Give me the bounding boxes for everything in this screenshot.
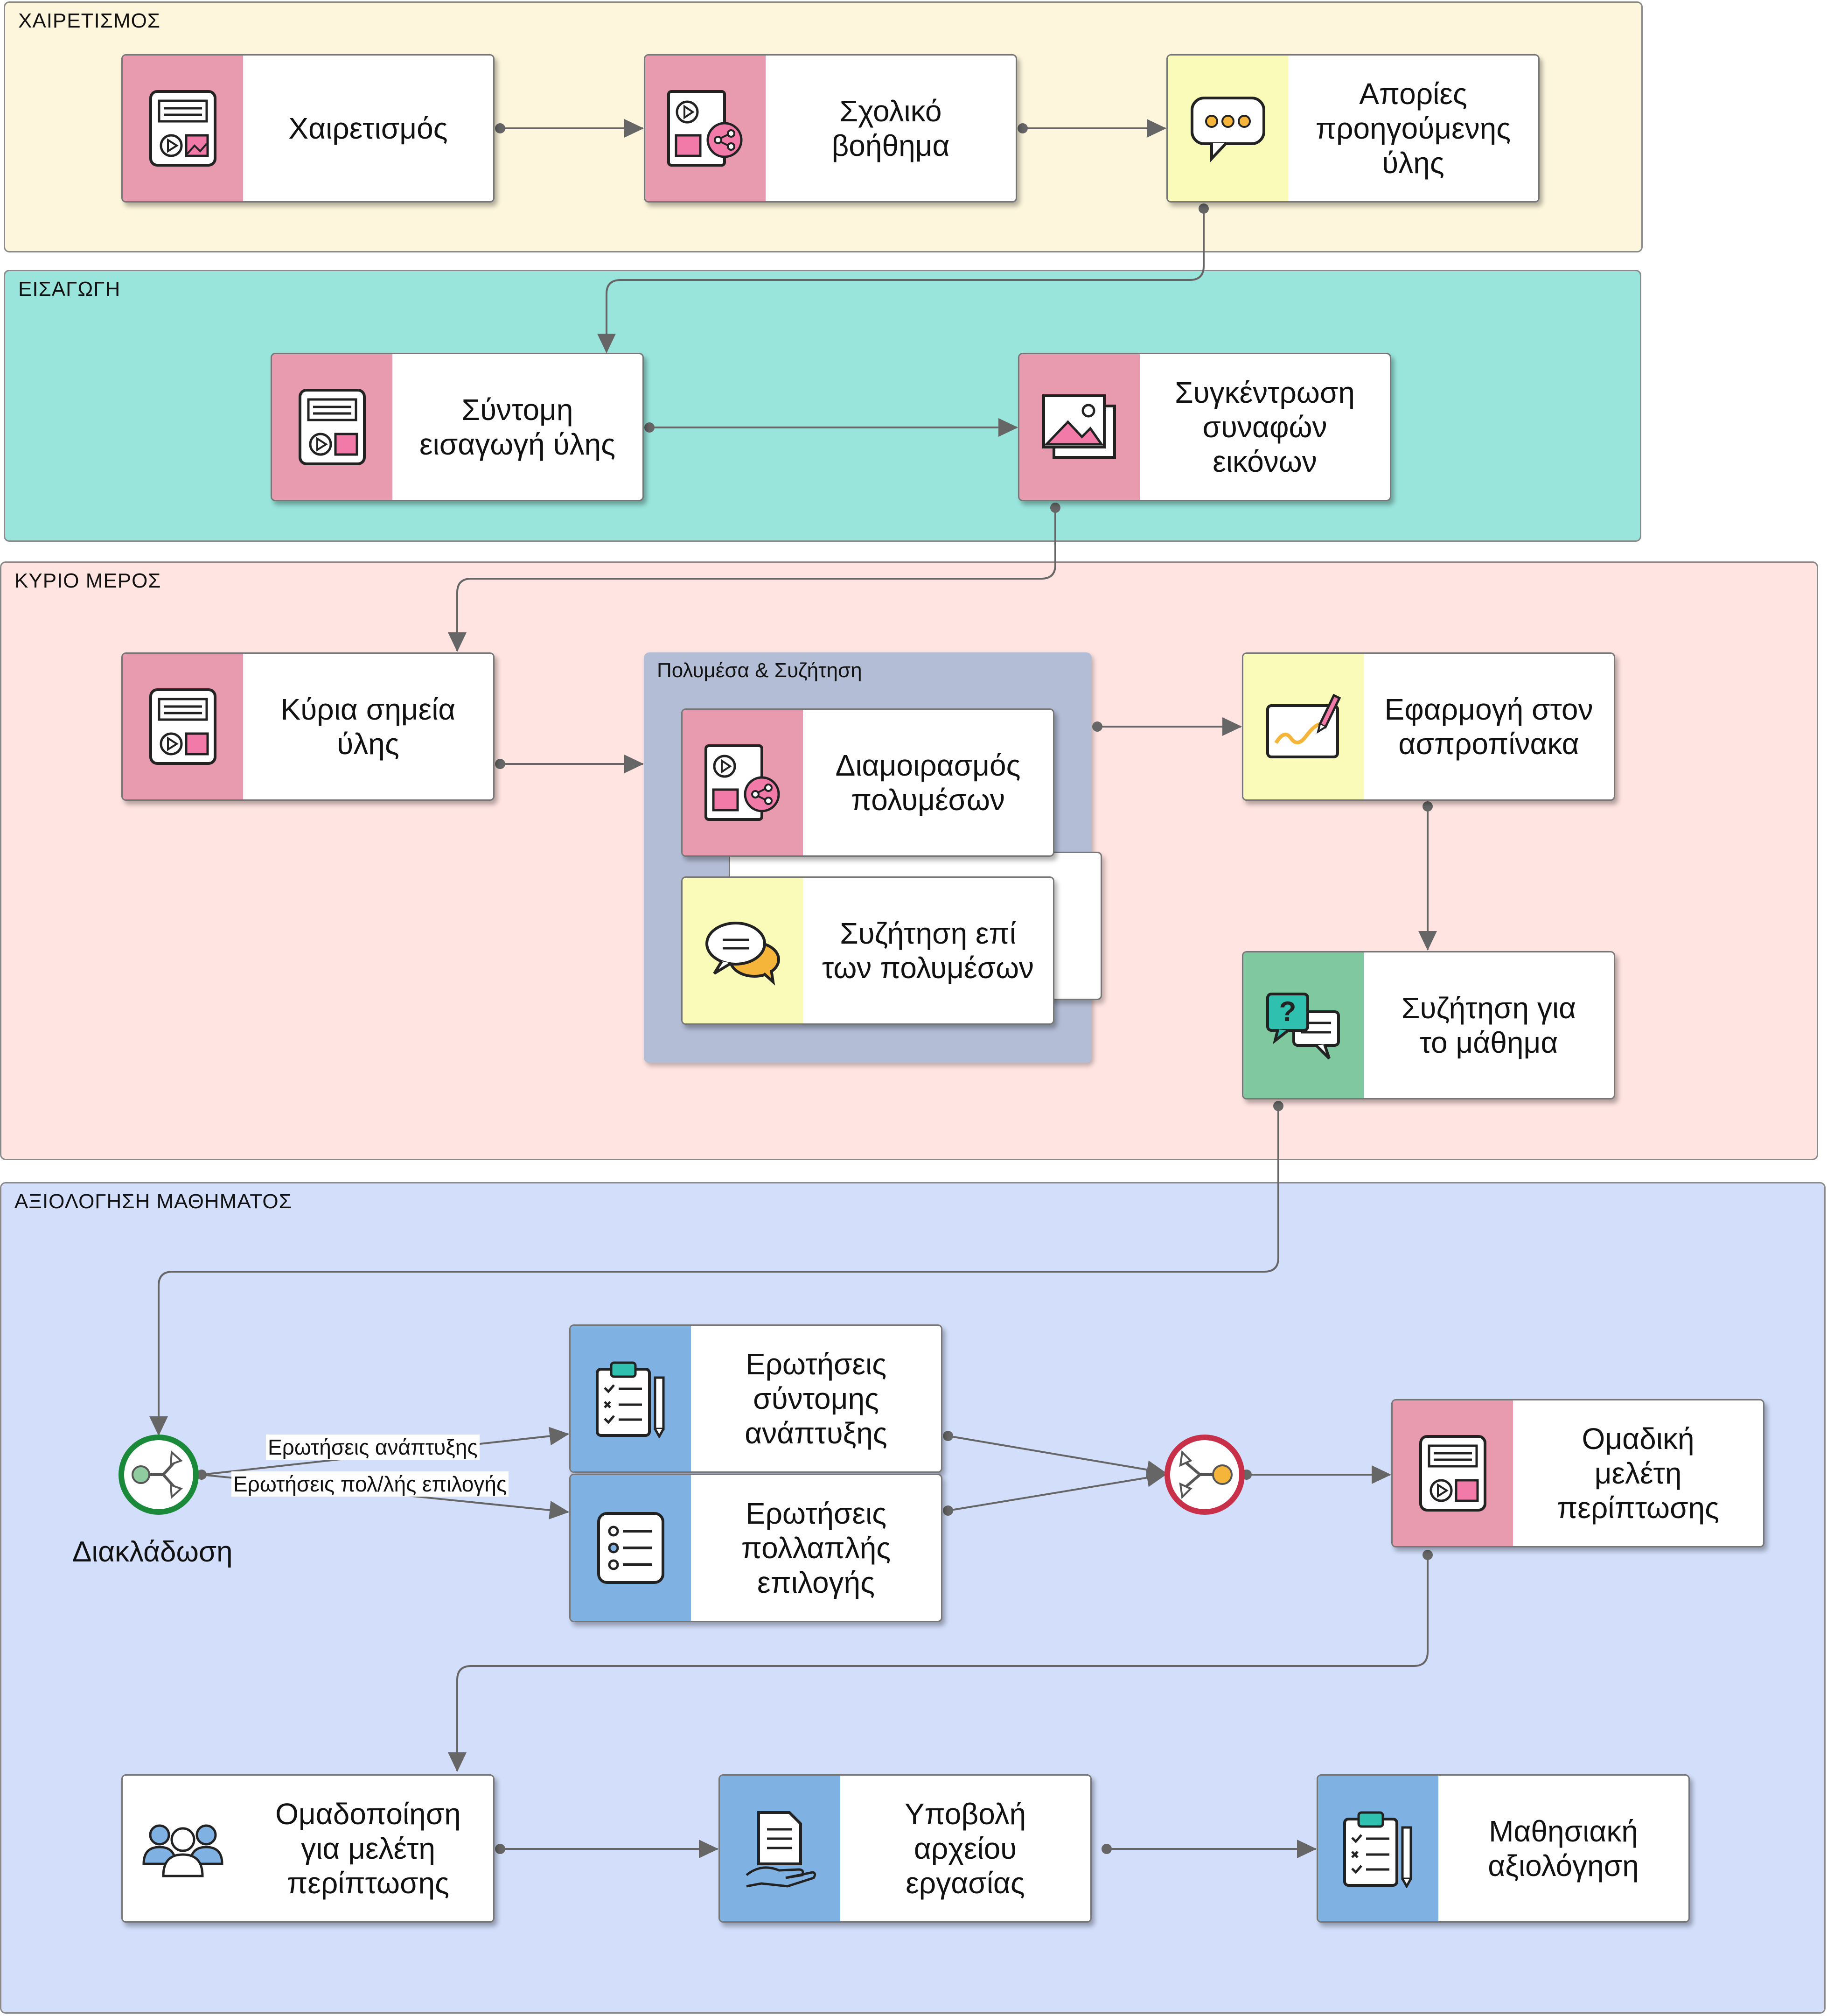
node-label: Υποβολή αρχείου εργασίας xyxy=(904,1797,1026,1900)
node-grouping[interactable]: Ομαδοποίηση για μελέτη περίπτωσης xyxy=(121,1774,495,1923)
node-learning-assessment[interactable]: Μαθησιακή αξιολόγηση xyxy=(1317,1774,1690,1923)
node-label: Εφαρμογή στον ασπροπίνακα xyxy=(1384,693,1593,761)
node-label: Σχολικό βοήθημα xyxy=(831,94,950,162)
svg-text:?: ? xyxy=(1279,996,1297,1027)
node-share-media[interactable]: Διαμοιρασμός πολυμέσων xyxy=(681,708,1054,857)
node-label: Συζήτηση για το μάθημα xyxy=(1401,991,1576,1059)
node-lesson-discussion[interactable]: ? Συζήτηση για το μάθημα xyxy=(1242,951,1615,1099)
split-gateway xyxy=(119,1435,199,1515)
node-school-aid[interactable]: Σχολικό βοήθημα xyxy=(644,54,1017,203)
multimedia-page-icon xyxy=(299,389,366,465)
node-main-points[interactable]: Κύρια σημεία ύλης xyxy=(121,652,495,801)
node-label: Συγκέντρωση συναφών εικόνων xyxy=(1175,376,1355,478)
edge-n13-n14 xyxy=(448,1555,1429,1772)
node-label: Σύντομη εισαγωγή ύλης xyxy=(419,393,616,461)
multimedia-page-icon xyxy=(149,90,216,167)
whiteboard-pen-icon xyxy=(1266,693,1341,758)
icon-panel xyxy=(571,1475,691,1621)
list-options-icon xyxy=(597,1512,664,1584)
icon-panel xyxy=(1393,1400,1513,1546)
multimedia-page-icon xyxy=(149,688,216,765)
node-submit-file[interactable]: Υποβολή αρχείου εργασίας xyxy=(718,1774,1092,1923)
icon-panel xyxy=(720,1776,840,1921)
edge-n12-join xyxy=(948,1468,1166,1512)
edge-n10-gw xyxy=(149,1106,1279,1436)
node-label: Ομαδοποίηση για μελέτη περίπτωσης xyxy=(275,1797,461,1900)
share-media-icon xyxy=(667,90,743,167)
edge-label-open-questions: Ερωτήσεις ανάπτυξης xyxy=(266,1435,480,1460)
images-icon xyxy=(1042,394,1116,459)
section-title: ΧΑΙΡΕΤΙΣΜΟΣ xyxy=(18,9,160,32)
node-label: Διαμοιρασμός πολυμέσων xyxy=(835,749,1021,817)
icon-panel xyxy=(645,56,766,201)
node-label: Χαιρετισμός xyxy=(288,112,448,145)
node-label: Απορίες πρoηγούμενης ύλης xyxy=(1315,77,1511,180)
node-multiple-choice[interactable]: Ερωτήσεις πολλαπλής επιλογής xyxy=(569,1474,942,1622)
node-short-answer[interactable]: Ερωτήσεις σύντομης ανάπτυξης xyxy=(569,1324,942,1473)
icon-panel xyxy=(1318,1776,1438,1921)
icon-panel xyxy=(123,1776,243,1921)
node-label: Ερωτήσεις σύντομης ανάπτυξης xyxy=(745,1347,887,1450)
clipboard-checklist-icon xyxy=(1343,1811,1412,1888)
node-label: Κύρια σημεία ύλης xyxy=(280,693,456,761)
node-images[interactable]: Συγκέντρωση συναφών εικόνων xyxy=(1018,353,1391,501)
question-chat-icon: ? xyxy=(1266,993,1340,1060)
icon-panel xyxy=(123,654,243,799)
speech-bubbles-icon xyxy=(705,922,780,986)
section-title: ΑΞΙΟΛΟΓΗΣΗ ΜΑΘΗΜΑΤΟΣ xyxy=(14,1190,292,1213)
chat-bubble-icon xyxy=(1191,97,1265,162)
node-label: Ερωτήσεις πολλαπλής επιλογής xyxy=(741,1497,891,1599)
icon-panel xyxy=(1168,56,1288,201)
multimedia-page-icon xyxy=(1419,1435,1486,1512)
edge-n5-n6 xyxy=(448,508,1056,652)
icon-panel xyxy=(272,354,392,500)
node-group-case-study[interactable]: Ομαδική μελέτη περίπτωσης xyxy=(1391,1399,1764,1547)
document-hand-icon xyxy=(746,1811,816,1888)
node-whiteboard[interactable]: Εφαρμογή στον ασπροπίνακα xyxy=(1242,652,1615,801)
node-greeting[interactable]: Χαιρετισμός xyxy=(121,54,495,203)
icon-panel xyxy=(683,710,803,855)
edge-n3-n4 xyxy=(597,209,1205,353)
edge-label-multiple-choice: Ερωτήσεις πολ/λής επιλογής xyxy=(231,1471,509,1497)
share-media-icon xyxy=(704,744,780,821)
node-label: Μαθησιακή αξιολόγηση xyxy=(1488,1814,1639,1883)
node-short-intro[interactable]: Σύντομη εισαγωγή ύλης xyxy=(271,353,644,501)
icon-panel xyxy=(1243,654,1364,799)
node-previous-questions[interactable]: Απορίες πρoηγούμενης ύλης xyxy=(1166,54,1540,203)
join-gateway xyxy=(1165,1435,1245,1515)
icon-panel: ? xyxy=(1243,952,1364,1098)
gateway-label: Διακλάδωση xyxy=(72,1536,233,1568)
icon-panel xyxy=(1019,354,1140,500)
group-people-icon xyxy=(142,1824,223,1877)
node-media-discussion[interactable]: Συζήτηση επί των πολυμέσων xyxy=(681,876,1054,1025)
icon-panel xyxy=(571,1326,691,1471)
group-title: Πολυμέσα & Συζήτηση xyxy=(657,659,862,682)
icon-panel xyxy=(123,56,243,201)
clipboard-checklist-icon xyxy=(596,1361,665,1438)
section-title: ΕΙΣΑΓΩΓΗ xyxy=(18,278,121,301)
section-title: ΚΥΡΙΟ ΜΕΡΟΣ xyxy=(14,569,161,592)
edge-n11-join xyxy=(948,1435,1166,1479)
node-label: Συζήτηση επί των πολυμέσων xyxy=(822,917,1034,985)
icon-panel xyxy=(683,878,803,1023)
node-label: Ομαδική μελέτη περίπτωσης xyxy=(1557,1422,1719,1525)
